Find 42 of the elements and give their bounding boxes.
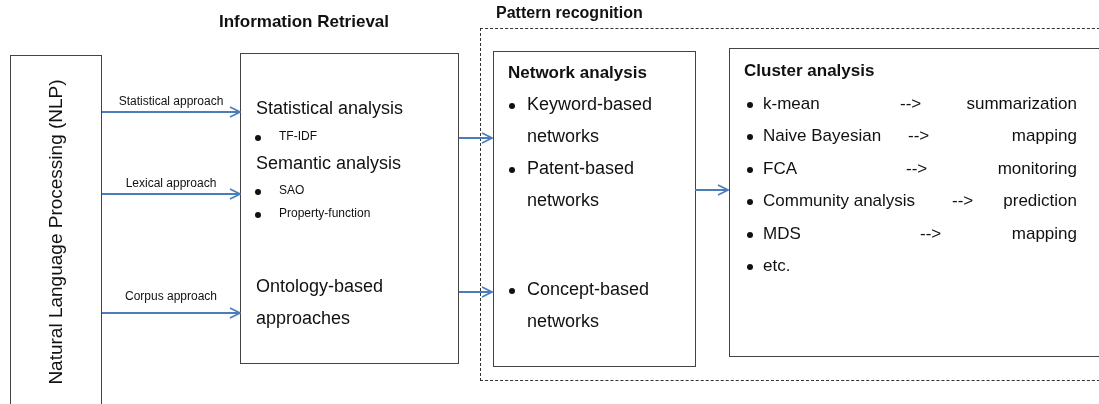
heading: Network analysis xyxy=(508,63,647,84)
arrow-text: --> xyxy=(952,191,974,212)
application-name: prediction xyxy=(1003,191,1077,212)
process-box xyxy=(729,48,1099,357)
edge-label: Statistical approach xyxy=(116,94,226,109)
heading: Cluster analysis xyxy=(744,61,875,82)
method-name: MDS xyxy=(763,224,801,245)
vertical-label: Natural Language Processing (NLP) xyxy=(45,78,67,385)
process-box xyxy=(10,55,102,404)
bullet-item: Concept-based networks xyxy=(527,278,651,333)
edge-label: Corpus approach xyxy=(122,289,220,304)
application-name: mapping xyxy=(1011,224,1077,245)
arrow xyxy=(101,188,241,200)
item-title: Semantic analysis xyxy=(256,153,402,175)
arrow xyxy=(694,184,729,196)
arrow xyxy=(458,286,493,298)
edge-label: Lexical approach xyxy=(123,176,219,191)
arrow-text: --> xyxy=(908,126,930,147)
bullet-item: Keyword-based networks xyxy=(527,93,654,148)
arrow xyxy=(101,106,241,118)
method-name: etc. xyxy=(763,256,791,277)
process-box xyxy=(493,51,696,367)
bullet-item: TF-IDF xyxy=(279,129,317,144)
method-name: Community analysis xyxy=(763,191,916,212)
arrow xyxy=(458,132,493,144)
item-title: Statistical analysis xyxy=(256,98,404,120)
group-heading: Pattern recognition xyxy=(496,3,643,23)
bullet-item: SAO xyxy=(279,183,305,198)
method-name: FCA xyxy=(763,159,797,180)
item-title: Ontology-based approaches xyxy=(256,275,385,330)
arrow-text: --> xyxy=(906,159,928,180)
arrow xyxy=(101,307,241,319)
method-name: k-mean xyxy=(763,94,820,115)
application-name: summarization xyxy=(966,94,1077,115)
bullet-item: Patent-based networks xyxy=(527,157,636,212)
heading: Information Retrieval xyxy=(219,12,390,33)
application-name: mapping xyxy=(1011,126,1077,147)
application-name: monitoring xyxy=(997,159,1077,180)
arrow-text: --> xyxy=(900,94,922,115)
arrow-text: --> xyxy=(920,224,942,245)
bullet-item: Property-function xyxy=(279,206,371,221)
method-name: Naive Bayesian xyxy=(763,126,882,147)
